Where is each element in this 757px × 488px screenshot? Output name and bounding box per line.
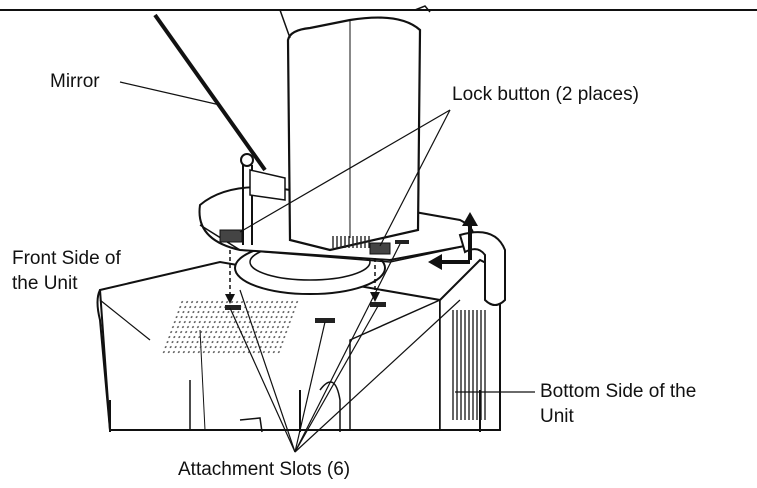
leader-slot-c <box>294 321 326 453</box>
side-vents <box>450 310 488 420</box>
lower-mount <box>239 417 263 433</box>
guide-arrow-right <box>370 292 380 302</box>
leader-lock-left <box>239 109 451 233</box>
slot-4 <box>395 240 409 244</box>
leader-slot-f <box>294 299 461 453</box>
label-attachment-slots: Attachment Slots (6) <box>178 459 351 480</box>
mirror-bracket <box>249 169 286 201</box>
lock-button-right <box>369 242 391 255</box>
column-bottom <box>289 229 419 251</box>
label-bottom-side-line2: Unit <box>540 406 574 427</box>
label-front-side-line1: Front Side of <box>12 248 121 269</box>
up-arrow-head <box>462 212 478 226</box>
label-mirror: Mirror <box>50 71 100 92</box>
column-top-cap <box>279 9 291 39</box>
leader-lock-right <box>379 109 451 247</box>
lock-button-left <box>219 229 243 243</box>
column-top-cap-2 <box>414 5 431 13</box>
leader-slot-b <box>239 289 296 453</box>
column-vent <box>330 236 370 248</box>
left-arrow-head <box>428 254 442 270</box>
leader-mirror <box>119 81 221 106</box>
bottom-panel <box>349 298 441 431</box>
leader-slot-d <box>294 305 379 453</box>
leader-front-side <box>99 299 151 341</box>
mirror-arm <box>153 13 267 172</box>
speaker-grille <box>160 300 301 355</box>
slot-1 <box>225 305 241 310</box>
slot-2 <box>315 318 335 323</box>
leader-slot-a <box>229 307 296 453</box>
side-handle <box>458 231 506 306</box>
guide-arrow-left <box>225 294 235 304</box>
label-lock-button: Lock button (2 places) <box>452 84 639 105</box>
label-bottom-side-line1: Bottom Side of the <box>540 381 697 402</box>
leader-slot-e <box>294 243 401 453</box>
mirror-hinge <box>240 153 254 167</box>
projector-column <box>286 16 422 252</box>
slot-3 <box>370 302 386 307</box>
label-front-side-line2: the Unit <box>12 273 78 294</box>
unit-top-edge <box>96 289 111 431</box>
